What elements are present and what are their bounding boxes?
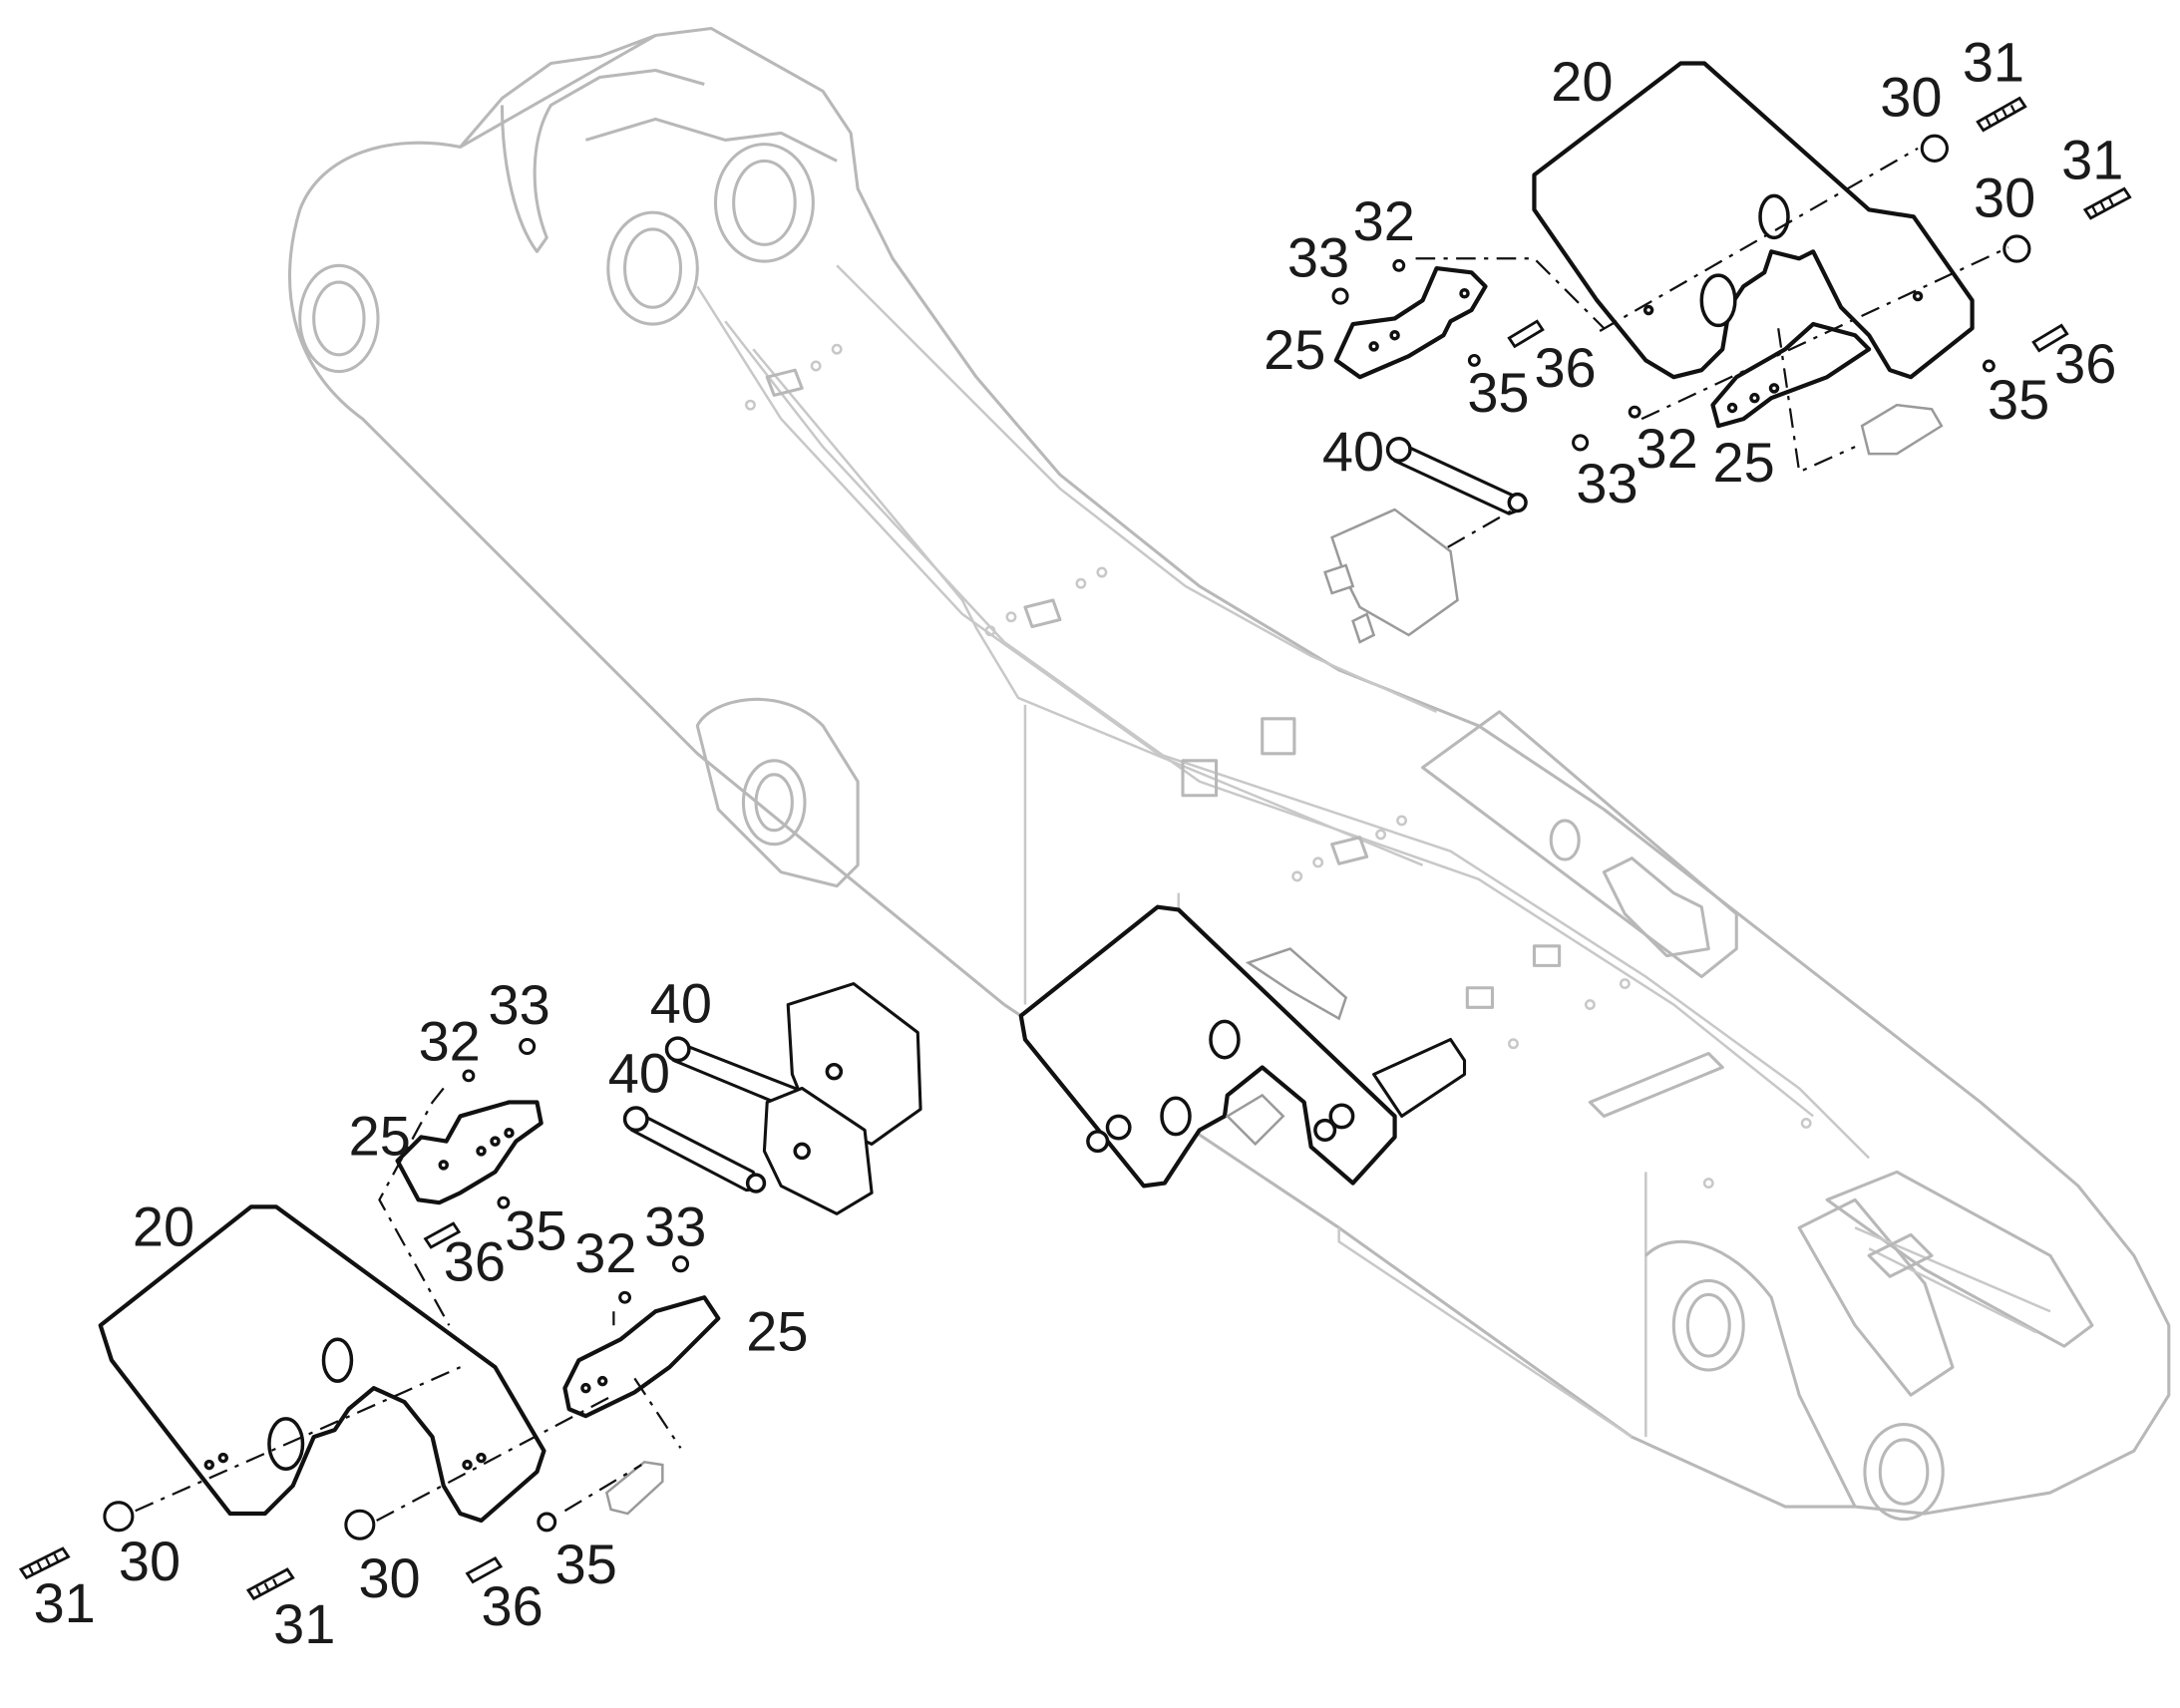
callout-25: 25 xyxy=(1264,318,1325,381)
callout-32: 32 xyxy=(1353,189,1415,252)
guard-plate-20 xyxy=(1532,61,1975,380)
callout-30: 30 xyxy=(358,1546,420,1609)
callout-35: 35 xyxy=(505,1199,566,1262)
bolt-36a xyxy=(1507,319,1545,349)
callout-32: 32 xyxy=(419,1009,481,1072)
bracket-25-left-upper xyxy=(395,1100,544,1205)
spacer-30b xyxy=(2002,234,2031,263)
callout-33: 33 xyxy=(1287,225,1349,288)
callout-25: 25 xyxy=(1712,431,1774,494)
callout-40: 40 xyxy=(1322,420,1384,483)
callout-33: 33 xyxy=(489,973,550,1036)
callout-36: 36 xyxy=(444,1229,506,1292)
bracket-25-upper xyxy=(1333,265,1488,380)
callout-labels: 20 31 30 31 30 32 33 25 35 36 36 35 32 3… xyxy=(34,31,2124,1655)
callout-40: 40 xyxy=(650,972,712,1035)
callout-33: 33 xyxy=(1576,452,1637,514)
link-rod-40-lower xyxy=(630,1112,762,1193)
callout-30: 30 xyxy=(1974,166,2035,228)
callout-36: 36 xyxy=(482,1574,544,1637)
callout-31: 31 xyxy=(34,1571,96,1634)
callout-25: 25 xyxy=(349,1105,411,1168)
bolt-31-left-a xyxy=(18,1546,71,1580)
spacer-30-left-a xyxy=(103,1501,135,1533)
callout-31: 31 xyxy=(273,1592,335,1655)
bolt-31-left-b xyxy=(245,1567,295,1601)
callout-30: 30 xyxy=(119,1530,181,1592)
callout-33: 33 xyxy=(644,1196,706,1258)
callout-31: 31 xyxy=(2061,129,2123,191)
callout-31: 31 xyxy=(1963,31,2024,94)
callout-30: 30 xyxy=(1880,66,1942,129)
bolt-36-left-b xyxy=(465,1555,504,1584)
callout-35: 35 xyxy=(555,1533,617,1595)
mounted-guard-plate xyxy=(1018,904,1467,1189)
callout-32: 32 xyxy=(574,1221,636,1284)
spacer-30a xyxy=(1920,134,1949,163)
callout-25: 25 xyxy=(746,1299,808,1362)
callout-32: 32 xyxy=(1636,417,1698,480)
callout-36: 36 xyxy=(2054,332,2116,395)
bolt-31b xyxy=(2082,186,2132,220)
callout-36: 36 xyxy=(1534,336,1596,399)
bracket-25-left-lower xyxy=(562,1295,721,1419)
bolt-36b xyxy=(2031,323,2069,353)
callout-40: 40 xyxy=(608,1042,670,1105)
callout-35: 35 xyxy=(1467,361,1529,424)
callout-20: 20 xyxy=(133,1196,194,1258)
link-rod-40 xyxy=(1393,442,1523,515)
spacer-30-left-b xyxy=(344,1509,376,1540)
top-right-exploded-group xyxy=(1323,61,2132,644)
bottom-left-exploded-group xyxy=(18,982,922,1601)
boom-frame xyxy=(287,26,2171,1522)
bolt-31a xyxy=(1976,96,2027,133)
callout-35: 35 xyxy=(1988,368,2049,431)
callout-20: 20 xyxy=(1551,50,1613,113)
bolt-36-left-a xyxy=(423,1221,462,1249)
